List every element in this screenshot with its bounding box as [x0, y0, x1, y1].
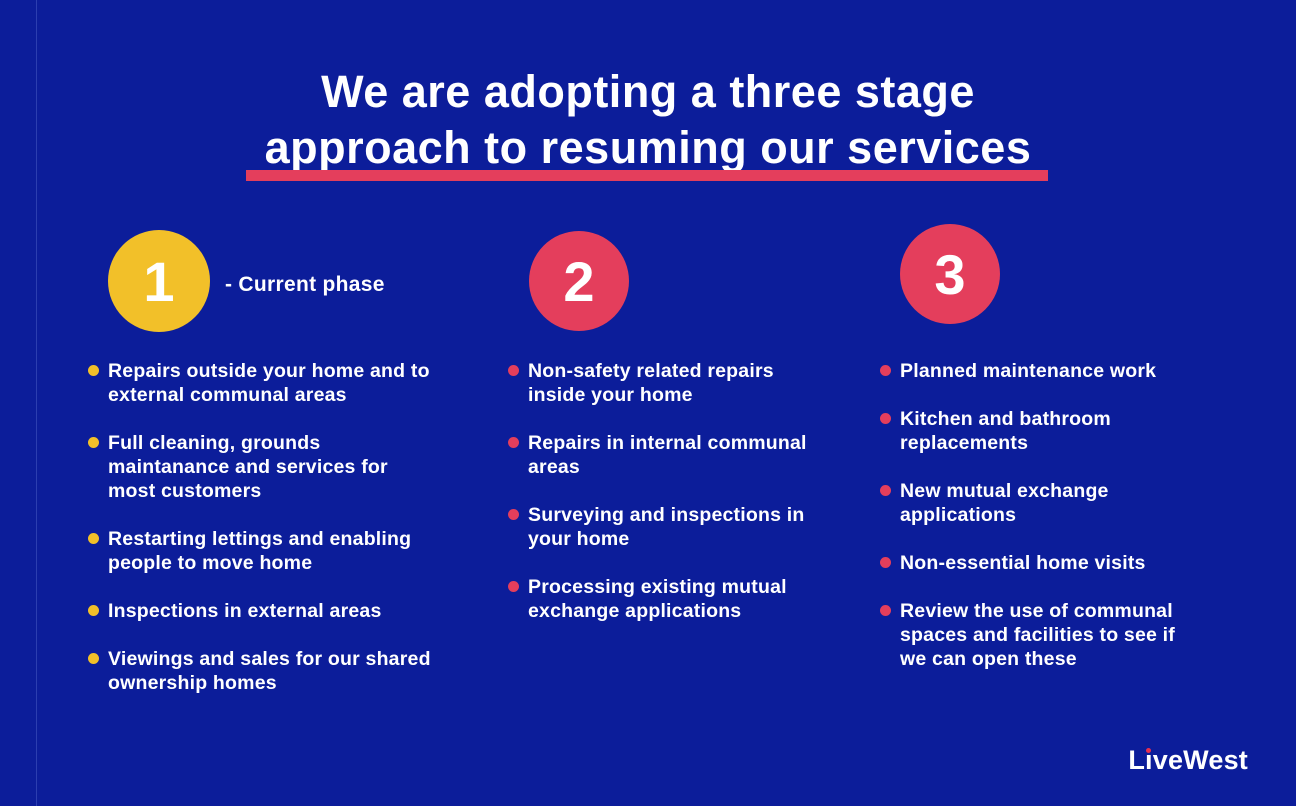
bullet-dot	[508, 437, 519, 448]
list-item: Full cleaning, grounds maintanance and s…	[88, 431, 488, 503]
list-item: Non-safety related repairs inside your h…	[508, 359, 878, 407]
list-item-text: New mutual exchange applications	[900, 480, 1109, 526]
list-item: New mutual exchange applications	[880, 479, 1260, 527]
list-item: Non-essential home visits	[880, 551, 1260, 575]
stage-3-circle: 3	[900, 224, 1000, 324]
list-item-text: Review the use of communal spaces and fa…	[900, 600, 1175, 670]
stage-2-circle: 2	[529, 231, 629, 331]
bullet-dot	[508, 509, 519, 520]
bullet-dot	[880, 413, 891, 424]
logo-rest: veWest	[1152, 745, 1248, 775]
list-item: Repairs outside your home and to externa…	[88, 359, 488, 407]
left-seam-divider	[36, 0, 37, 806]
list-item: Inspections in external areas	[88, 599, 488, 623]
list-item-text: Processing existing mutual exchange appl…	[528, 576, 787, 622]
stage-1-circle: 1	[108, 230, 210, 332]
list-item-text: Planned maintenance work	[900, 360, 1157, 382]
list-item-text: Repairs outside your home and to externa…	[108, 360, 430, 406]
stage-2-number: 2	[563, 249, 595, 313]
bullet-dot	[88, 605, 99, 616]
stage-1-number: 1	[143, 249, 175, 313]
list-item-text: Full cleaning, grounds maintanance and s…	[108, 432, 388, 502]
list-item: Repairs in internal communal areas	[508, 431, 878, 479]
list-item-text: Non-safety related repairs inside your h…	[528, 360, 774, 406]
stage-3-list: Planned maintenance work Kitchen and bat…	[880, 359, 1260, 695]
current-phase-label: - Current phase	[225, 273, 385, 296]
list-item-text: Viewings and sales for our shared owners…	[108, 648, 431, 694]
list-item-text: Surveying and inspections in your home	[528, 504, 805, 550]
list-item: Viewings and sales for our shared owners…	[88, 647, 488, 695]
stage-1-list: Repairs outside your home and to externa…	[88, 359, 488, 719]
list-item-text: Non-essential home visits	[900, 552, 1146, 574]
stage-2-list: Non-safety related repairs inside your h…	[508, 359, 878, 647]
list-item: Review the use of communal spaces and fa…	[880, 599, 1260, 671]
list-item: Surveying and inspections in your home	[508, 503, 878, 551]
stage-3-number: 3	[934, 242, 966, 306]
list-item-text: Restarting lettings and enabling people …	[108, 528, 412, 574]
list-item-text: Inspections in external areas	[108, 600, 382, 622]
list-item: Processing existing mutual exchange appl…	[508, 575, 878, 623]
list-item: Restarting lettings and enabling people …	[88, 527, 488, 575]
bullet-dot	[880, 485, 891, 496]
bullet-dot	[508, 581, 519, 592]
title-underline	[246, 170, 1048, 181]
list-item-text: Kitchen and bathroom replacements	[900, 408, 1111, 454]
logo-tittle-dot-icon	[1146, 748, 1152, 753]
logo-letter-i: ı	[1145, 745, 1153, 775]
bullet-dot	[880, 605, 891, 616]
bullet-dot	[88, 437, 99, 448]
logo-letter-l: L	[1128, 745, 1146, 775]
bullet-dot	[88, 365, 99, 376]
bullet-dot	[88, 653, 99, 664]
page-title: We are adopting a three stage approach t…	[264, 66, 1032, 173]
bullet-dot	[88, 533, 99, 544]
bullet-dot	[880, 557, 891, 568]
bullet-dot	[508, 365, 519, 376]
list-item: Planned maintenance work	[880, 359, 1260, 383]
list-item-text: Repairs in internal communal areas	[528, 432, 807, 478]
bullet-dot	[880, 365, 891, 376]
list-item: Kitchen and bathroom replacements	[880, 407, 1260, 455]
